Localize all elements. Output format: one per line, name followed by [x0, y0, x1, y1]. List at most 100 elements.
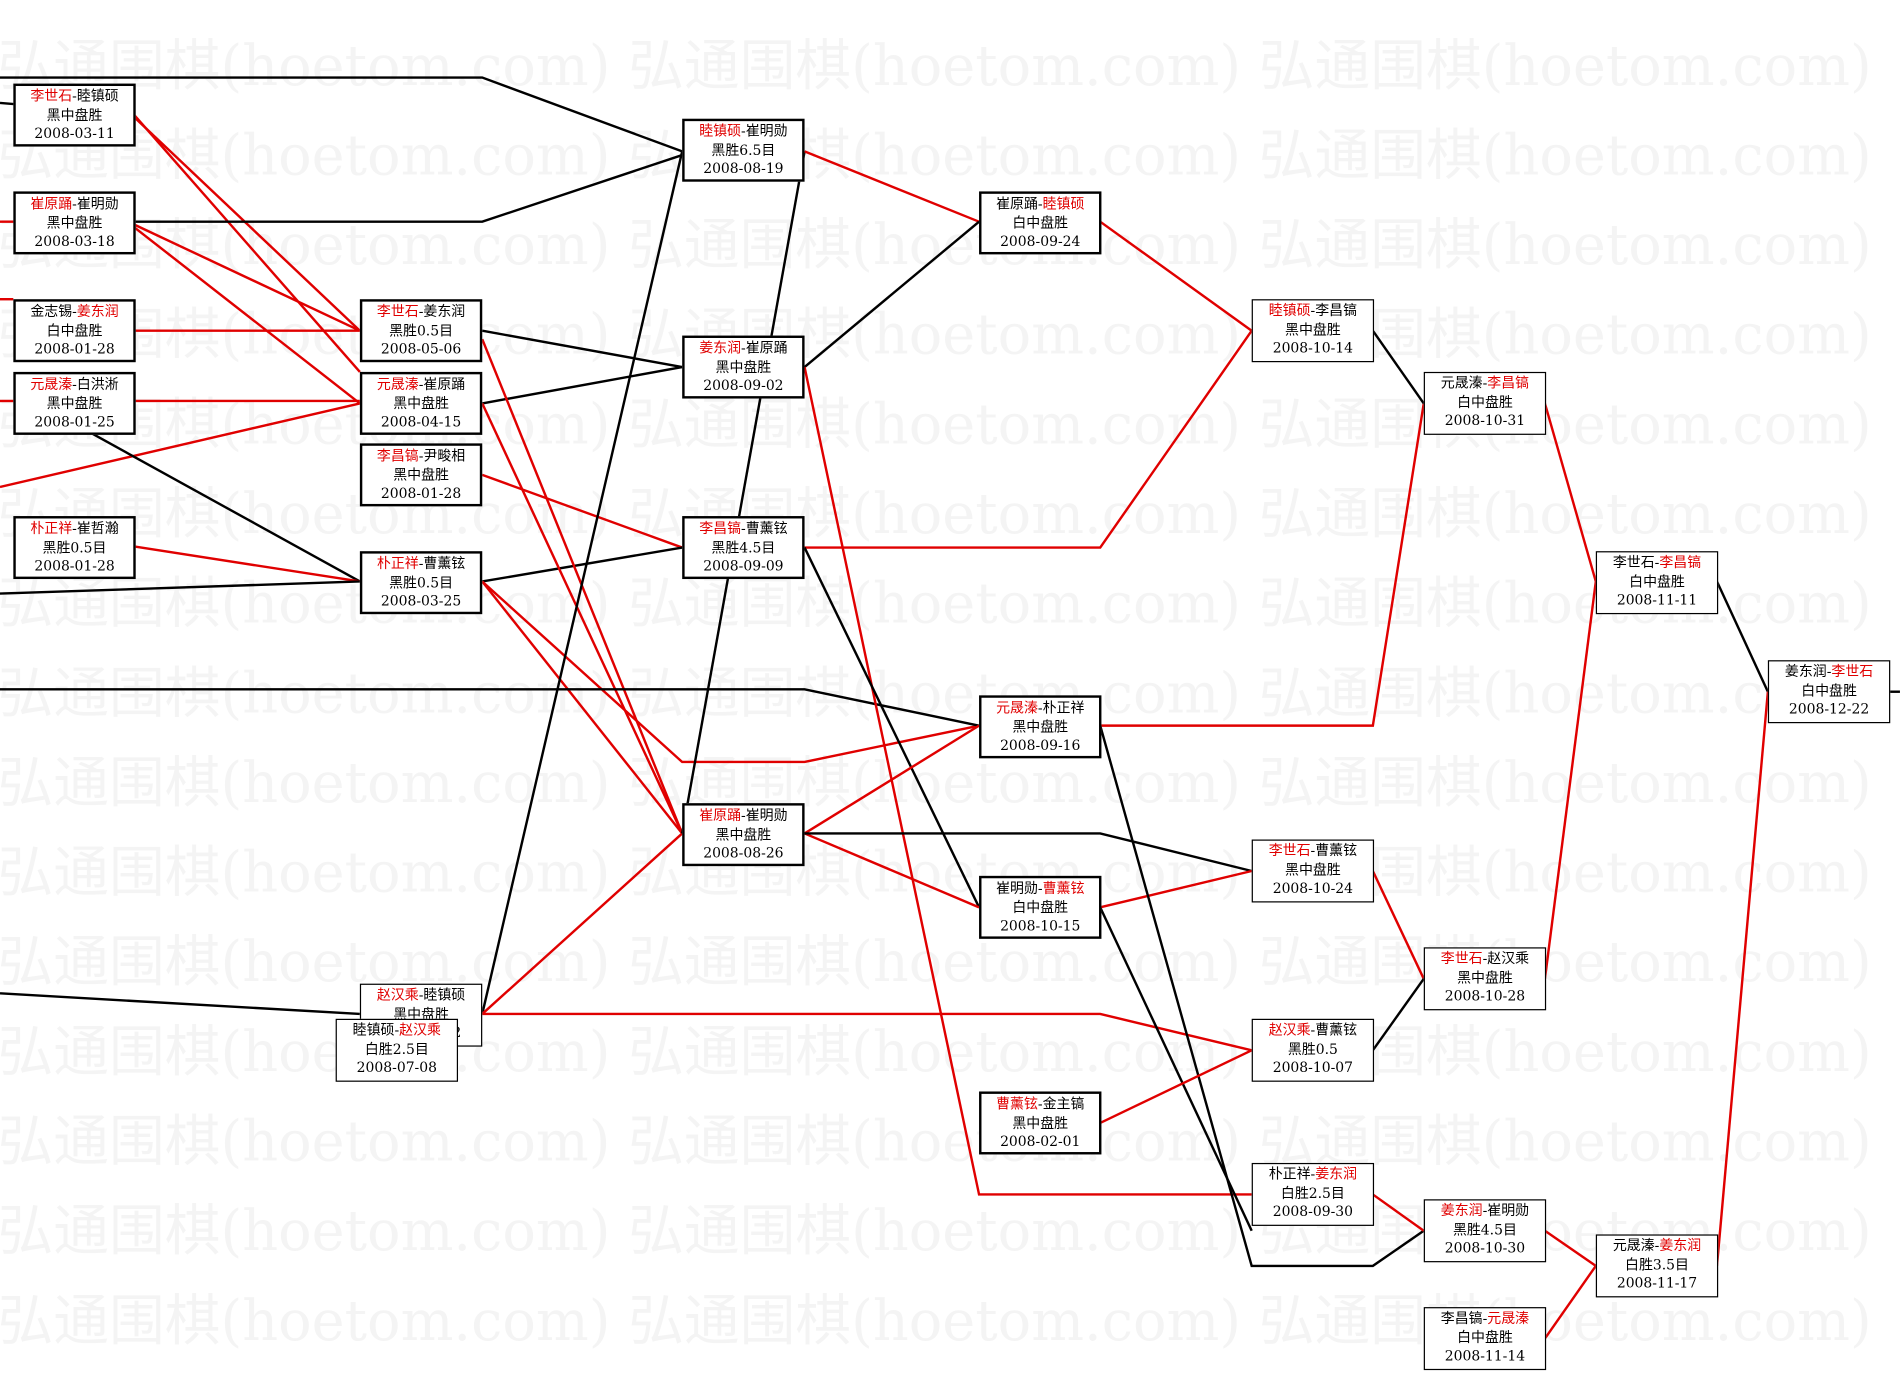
player-black: 李世石	[30, 87, 73, 105]
matchup: 元晟溱-姜东润	[1597, 1237, 1717, 1256]
winner-connector	[1544, 1229, 1597, 1267]
matchup: 睦镇硕-李昌镐	[1253, 302, 1373, 321]
winner-connector	[1099, 1049, 1253, 1125]
player-black: 元晟溱	[376, 375, 419, 393]
winner-connector	[1099, 869, 1252, 909]
player-white: 睦镇硕	[423, 986, 466, 1004]
game-result: 黑胜0.5目	[389, 321, 454, 339]
matchup-separator: -	[1654, 1236, 1660, 1254]
game-date: 2008-03-25	[380, 592, 462, 610]
game-date: 2008-07-08	[356, 1058, 438, 1076]
game-date: 2008-09-24	[1000, 232, 1081, 250]
game-date: 2008-10-31	[1444, 411, 1526, 429]
player-white: 赵汉乘	[399, 1021, 441, 1039]
player-white: 崔原踊	[423, 375, 466, 393]
player-white: 姜东润	[1315, 1165, 1358, 1183]
matchup: 金志锡-姜东润	[16, 303, 134, 322]
player-white: 曹薰铉	[1315, 841, 1358, 859]
loser-connector	[481, 151, 684, 1015]
matchup-separator: -	[1482, 1201, 1488, 1219]
matchup: 元晟溱-李昌镐	[1425, 374, 1545, 393]
game-result: 黑中盘胜	[393, 1004, 449, 1022]
loser-connector	[0, 992, 360, 1016]
winner-connector	[0, 402, 361, 489]
game-date: 2008-01-25	[34, 413, 115, 431]
winner-connector	[481, 473, 683, 549]
winner-connector	[132, 223, 361, 332]
matchup: 李世石-赵汉乘	[1425, 950, 1545, 969]
game-result: 黑中盘胜	[715, 357, 772, 375]
game-date: 2008-08-26	[703, 844, 784, 862]
matchup: 李昌镐-曹薰铉	[685, 520, 803, 539]
winner-connector	[803, 366, 1252, 1196]
winner-connector	[804, 150, 980, 223]
matchup-separator: -	[1826, 662, 1832, 680]
winner-connector	[1543, 581, 1598, 979]
player-white: 曹薰铉	[745, 519, 788, 537]
matchup-separator: -	[1482, 949, 1488, 967]
winner-connector	[132, 113, 361, 373]
game-result: 白胜2.5目	[1280, 1184, 1345, 1202]
game-date: 2008-09-09	[703, 557, 784, 575]
winner-connector	[1371, 870, 1425, 980]
winner-connector	[804, 832, 980, 909]
matchup: 元晟溱-朴正祥	[981, 699, 1099, 718]
player-white: 崔明勋	[1487, 1201, 1530, 1219]
watermark-text: 弘通围棋(hoetom.com) 弘通围棋(hoetom.com) 弘通围棋(h…	[0, 34, 1872, 99]
game-result: 黑胜0.5目	[389, 573, 454, 591]
game-date: 2008-04-15	[380, 413, 462, 431]
winner-connector	[1715, 691, 1770, 1267]
watermark-text: 弘通围棋(hoetom.com) 弘通围棋(hoetom.com) 弘通围棋(h…	[0, 841, 1872, 906]
game-date: 2008-09-30	[1272, 1202, 1354, 1220]
matchup-separator: -	[1037, 195, 1043, 212]
matchup-separator: -	[741, 806, 746, 824]
player-black: 李昌镐	[1440, 1309, 1483, 1327]
matchup-separator: -	[418, 302, 424, 320]
game-result: 黑中盘胜	[393, 394, 449, 412]
game-result: 黑胜4.5目	[1452, 1220, 1517, 1238]
matchup-separator: -	[72, 519, 77, 537]
game-date: 2008-01-28	[34, 557, 115, 575]
loser-connector	[133, 153, 683, 223]
game-date: 2008-05-06	[380, 340, 462, 358]
game-result: 白中盘胜	[1012, 213, 1069, 231]
winner-connector	[481, 580, 980, 764]
winner-connector	[481, 580, 684, 835]
player-black: 元晟溱	[1440, 374, 1483, 392]
watermark-text: 弘通围棋(hoetom.com) 弘通围棋(hoetom.com) 弘通围棋(h…	[0, 1199, 1872, 1264]
player-black: 睦镇硕	[352, 1021, 395, 1039]
game-result: 白胜2.5目	[364, 1039, 429, 1057]
player-black: 李昌镐	[376, 447, 419, 464]
matchup-separator: -	[418, 554, 424, 572]
game-result: 黑胜6.5目	[711, 141, 776, 159]
winner-connector	[804, 330, 1253, 549]
game-result: 白中盘胜	[1629, 572, 1685, 590]
watermark-text: 弘通围棋(hoetom.com) 弘通围棋(hoetom.com) 弘通围棋(h…	[0, 751, 1872, 816]
game-date: 2008-11-17	[1616, 1274, 1698, 1292]
matchup-separator: -	[72, 302, 77, 320]
player-white: 李昌镐	[1487, 374, 1530, 392]
game-date: 2008-01-28	[34, 340, 115, 358]
loser-connector	[0, 76, 683, 153]
game-result: 黑中盘胜	[1012, 1113, 1069, 1131]
player-white: 姜东润	[1659, 1236, 1702, 1254]
player-white: 姜东润	[76, 302, 119, 320]
watermark-text: 弘通围棋(hoetom.com) 弘通围棋(hoetom.com) 弘通围棋(h…	[0, 213, 1872, 278]
matchup-separator: -	[1310, 841, 1316, 859]
matchup-separator: -	[418, 986, 424, 1004]
matchup: 李世石-姜东润	[362, 303, 480, 322]
